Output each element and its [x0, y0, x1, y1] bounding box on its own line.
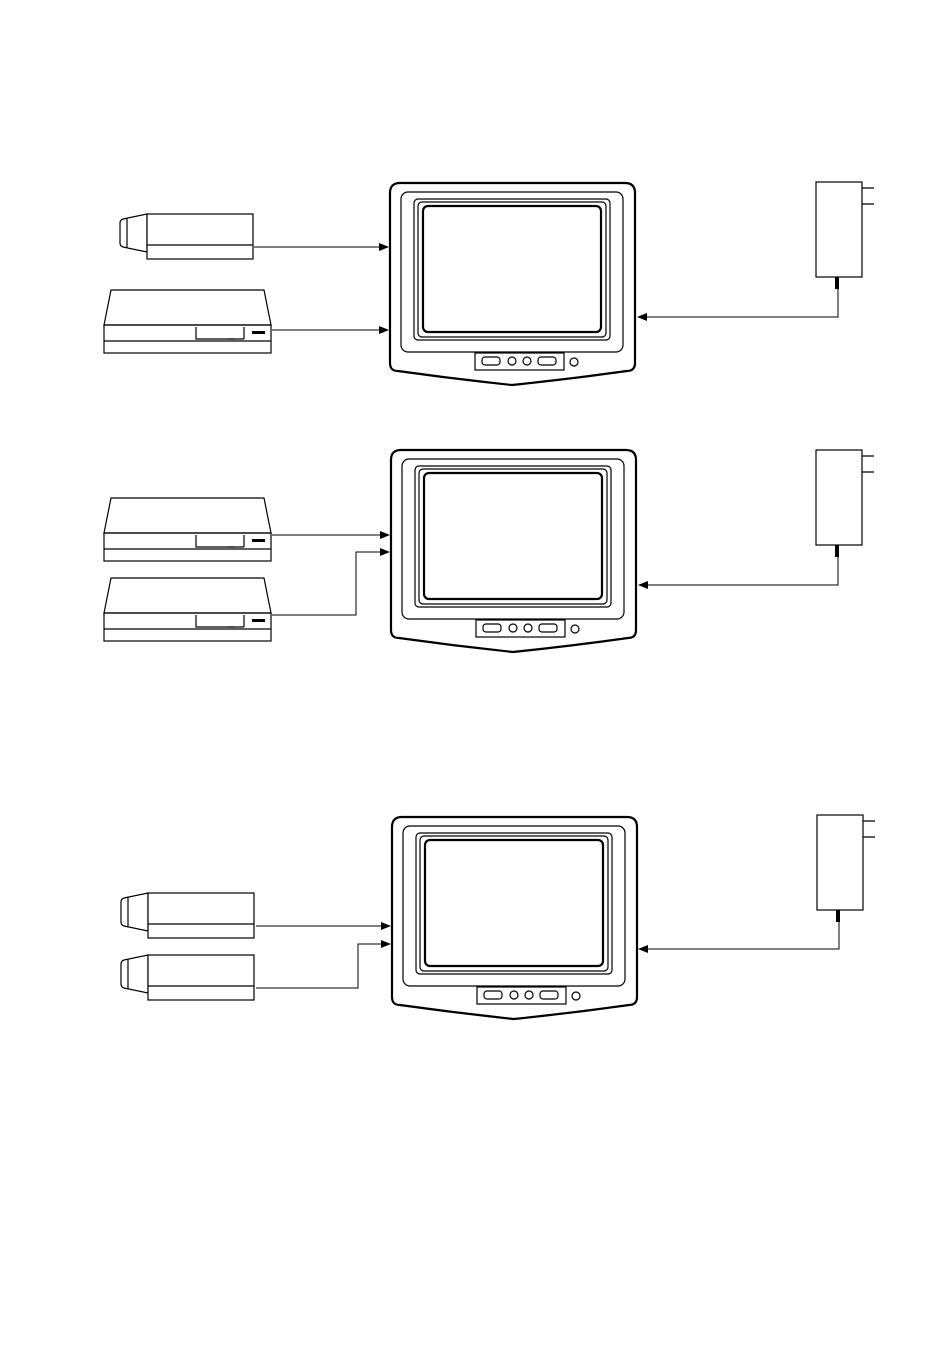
vcr-icon — [104, 290, 271, 353]
monitor-icon — [391, 450, 636, 652]
monitor-icon — [390, 183, 635, 385]
diagram-camera-and-vcr — [104, 182, 874, 385]
power-adapter-icon — [816, 450, 874, 557]
power-adapter-icon — [816, 182, 874, 289]
power-adapter-icon — [817, 815, 875, 922]
camera-icon — [120, 214, 253, 259]
vcr-icon — [104, 498, 271, 561]
camera-2-video-cable — [256, 944, 390, 988]
power-cable — [638, 289, 838, 317]
power-cable — [639, 922, 839, 949]
camera-icon — [121, 955, 254, 1000]
diagram-two-cameras — [121, 815, 875, 1019]
power-cable — [639, 557, 838, 585]
vcr-2-video-cable — [272, 552, 389, 615]
camera-icon — [121, 893, 254, 938]
monitor-icon — [392, 817, 637, 1019]
vcr-icon — [104, 578, 271, 641]
diagram-two-vcrs — [104, 450, 874, 652]
